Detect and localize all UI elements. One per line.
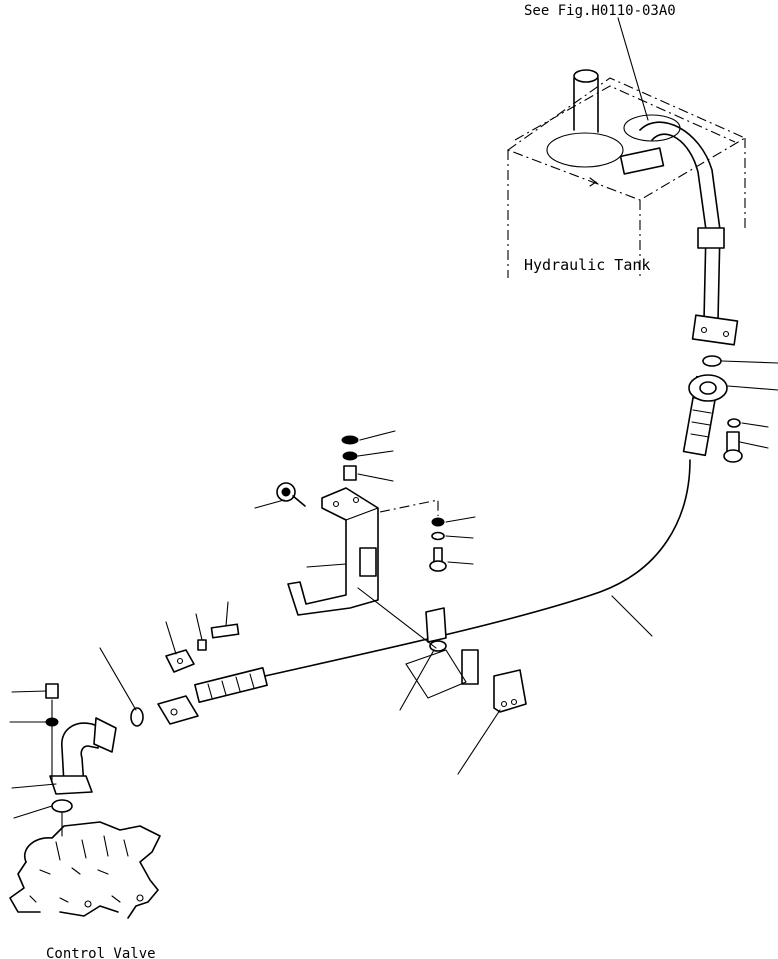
hydraulic-tank-label: Hydraulic Tank [524,256,650,274]
washer-2 [342,451,358,461]
bolt-bracket-lower [429,547,447,572]
bracket-phantom-line [379,499,439,516]
bracket [287,487,379,616]
bolt-bracket [276,482,306,507]
spring-washer [197,639,207,651]
reference-leader [617,17,649,121]
reference-label: See Fig.H0110-03A0 [524,3,676,19]
washer-upper [727,418,741,428]
washer-3 [431,517,445,527]
o-ring-lower [130,707,144,727]
washer-1 [341,435,359,445]
o-ring-valve [51,799,73,813]
hose-line [264,459,691,677]
bolt-elbow [45,683,59,781]
spacer [343,465,357,481]
bolt-upper [723,431,743,463]
control-valve-label: Control Valve [46,946,156,959]
leader-lines [9,360,778,819]
elbow-fitting [49,717,117,795]
tank-pipe [619,121,739,346]
hydraulic-tank [506,69,747,280]
clamp-phantom-line [357,587,437,649]
clamp-small [165,649,195,673]
washer-4 [431,531,445,541]
control-valve [9,811,161,919]
o-ring-upper [702,355,722,367]
hose-clamp [405,607,527,713]
hose-assembly [157,374,728,725]
clamp-bolt [210,623,240,639]
